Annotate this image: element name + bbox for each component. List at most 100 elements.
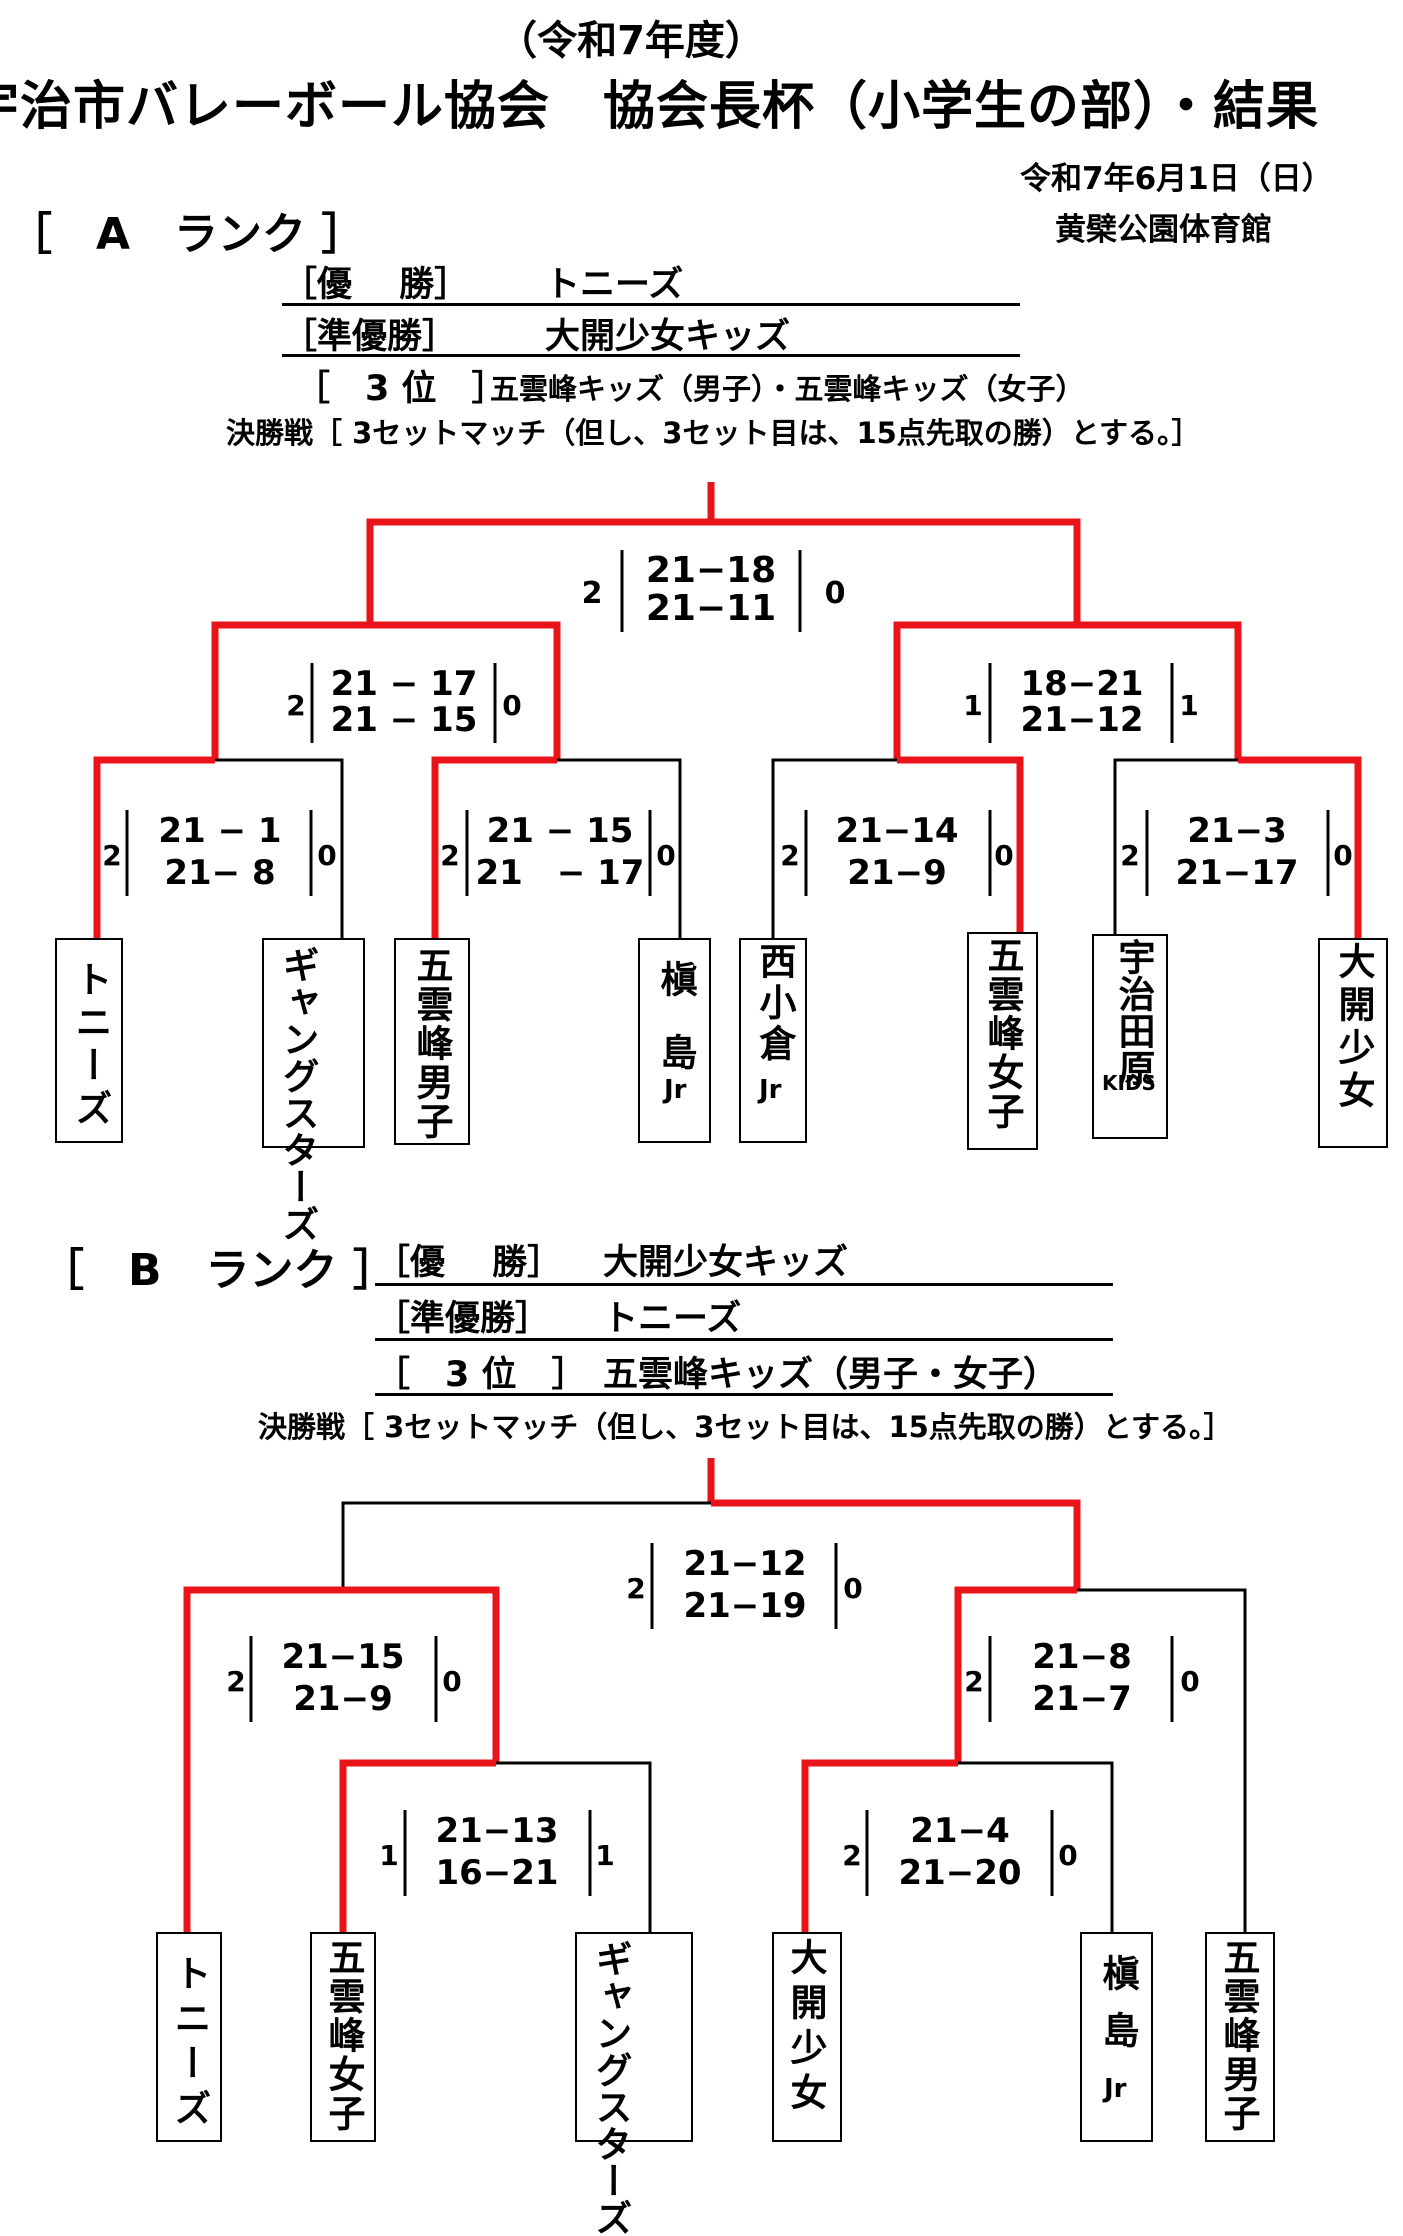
qf3-arm-b	[897, 756, 1024, 940]
year-label: （令和7年度）	[497, 18, 765, 64]
sets-won-right: 0	[843, 1572, 862, 1605]
score-set-1: 18−21	[1020, 664, 1143, 704]
score-set-2: 21−9	[293, 1679, 392, 1719]
sets-won-left: 2	[582, 576, 603, 611]
sets-won-left: 2	[286, 689, 305, 722]
divider	[375, 1283, 1113, 1286]
score-set-2: 21−20	[898, 1853, 1021, 1893]
sets-won-left: 2	[780, 839, 799, 872]
semi-right-arm-b	[1077, 621, 1242, 760]
qf2-arm-b	[557, 758, 682, 940]
rank-a-third-label: ［ 3 位 ］	[295, 369, 507, 409]
team-box: トニーズ	[55, 938, 123, 1143]
score-set-2: 21−17	[1175, 853, 1298, 893]
team-name: ギャングスターズ	[276, 946, 319, 1242]
team-name: 五雲峰男子	[1217, 1938, 1260, 2133]
rank-b-runner-up: トニーズ	[603, 1299, 742, 1339]
sets-won-right: 0	[825, 576, 846, 611]
final-left-arm	[366, 518, 711, 625]
team-suffix: Jr	[664, 1075, 687, 1105]
semi-left-arm-b	[343, 1586, 500, 1763]
team-suffix: Jr	[1104, 2074, 1127, 2104]
sets-won-left: 1	[963, 689, 982, 722]
team-name: ギャングスターズ	[589, 1940, 632, 2236]
score-set-2: 21−9	[847, 853, 946, 893]
sets-won-left: 2	[226, 1665, 245, 1698]
score-set-1: 21 − 15	[487, 811, 634, 851]
team-suffix: KIDS	[1102, 1071, 1156, 1095]
divider	[375, 1338, 1113, 1341]
divider	[282, 303, 1020, 306]
team-box: 大開少女	[772, 1932, 842, 2142]
team-box: 五雲峰女子	[310, 1932, 376, 2142]
qf4-arm-b	[1238, 756, 1362, 940]
team-name: 大開少女	[1332, 942, 1375, 1114]
score-set-1: 21−18	[646, 550, 776, 591]
qf-left-arm-b	[496, 1761, 652, 1940]
semi-right-arm-a	[893, 621, 1077, 760]
team-box: ギャングスターズ	[575, 1932, 693, 2236]
rank-b-winner: 大開少女キッズ	[603, 1243, 849, 1283]
semi-left-arm-b	[370, 621, 561, 760]
team-suffix: Jr	[759, 1075, 782, 1105]
score-set-1: 21−14	[835, 811, 958, 851]
semi-right-arm-a	[954, 1586, 1077, 1763]
score-set-1: 21−12	[683, 1544, 806, 1584]
score-set-1: 21−8	[1032, 1637, 1131, 1677]
score-set-2: 21−7	[1032, 1679, 1131, 1719]
sets-won-left: 1	[379, 1839, 398, 1872]
page-title: 宇治市バレーボール協会 協会長杯（小学生の部）・結果	[0, 77, 1320, 137]
divider	[282, 354, 1020, 357]
sets-won-right: 0	[442, 1665, 461, 1698]
sets-won-left: 2	[102, 839, 121, 872]
final-right-arm	[711, 518, 1081, 625]
sets-won-right: 1	[1179, 689, 1198, 722]
sets-won-right: 1	[595, 1839, 614, 1872]
qf4-arm-a	[1113, 758, 1238, 940]
rank-b-final-rule: 決勝戦［ 3セットマッチ（但し、3セット目は、15点先取の勝）とする。］	[258, 1410, 1233, 1444]
team-box: 西小倉 Jr	[739, 938, 807, 1143]
team-box: 五雲峰男子	[394, 938, 470, 1145]
sets-won-right: 0	[1180, 1665, 1199, 1698]
team-name: 槇島	[654, 960, 697, 1106]
sets-won-right: 0	[994, 839, 1013, 872]
rank-a-label: ［ A ランク ］	[8, 209, 366, 260]
rank-b-runner-up-label: ［準優勝］	[375, 1299, 551, 1339]
sets-won-right: 0	[502, 689, 521, 722]
score-set-2: 21 − 15	[331, 700, 478, 740]
rank-b-third-label: ［ 3 位 ］	[375, 1355, 587, 1395]
score-set-2: 16−21	[435, 1853, 558, 1893]
qf1-arm-b	[215, 758, 344, 940]
qf-right-arm-a	[801, 1759, 958, 1940]
qf3-arm-a	[771, 758, 897, 940]
rank-b-third: 五雲峰キッズ（男子・女子）	[603, 1355, 1059, 1395]
team-box: トニーズ	[156, 1932, 222, 2142]
rank-a-third: 五雲峰キッズ（男子）・五雲峰キッズ（女子）	[490, 372, 1085, 406]
event-venue: 黄檗公園体育館	[1055, 212, 1272, 248]
sets-won-right: 0	[1058, 1839, 1077, 1872]
score-set-1: 21−4	[910, 1811, 1009, 1851]
team-box: 五雲峰女子	[967, 932, 1038, 1150]
team-name: 宇治田原	[1112, 938, 1155, 1086]
rank-a-winner: トニーズ	[545, 265, 684, 305]
sets-won-right: 0	[317, 839, 336, 872]
team-name: 西小倉	[753, 942, 796, 1065]
rank-a-runner-up-label: ［準優勝］	[282, 317, 458, 357]
score-set-1: 21 − 1	[158, 811, 281, 851]
team-name: トニーズ	[69, 960, 112, 1132]
team-name: 五雲峰男子	[410, 946, 453, 1141]
semi-left-arm-a	[211, 621, 370, 760]
sets-won-left: 2	[1120, 839, 1139, 872]
score-set-2: 21 − 17	[476, 853, 645, 893]
sets-won-left: 2	[626, 1572, 645, 1605]
rank-a-winner-label: ［優 勝］	[282, 265, 470, 305]
team-box: ギャングスターズ	[262, 938, 365, 1242]
sets-won-right: 0	[656, 839, 675, 872]
final-right-arm	[711, 1499, 1081, 1590]
rank-b-winner-label: ［優 勝］	[375, 1243, 563, 1283]
team-name: 槇島	[1096, 1954, 1139, 2068]
team-box: 五雲峰男子	[1205, 1932, 1275, 2142]
team-name: 大開少女	[784, 1938, 827, 2118]
